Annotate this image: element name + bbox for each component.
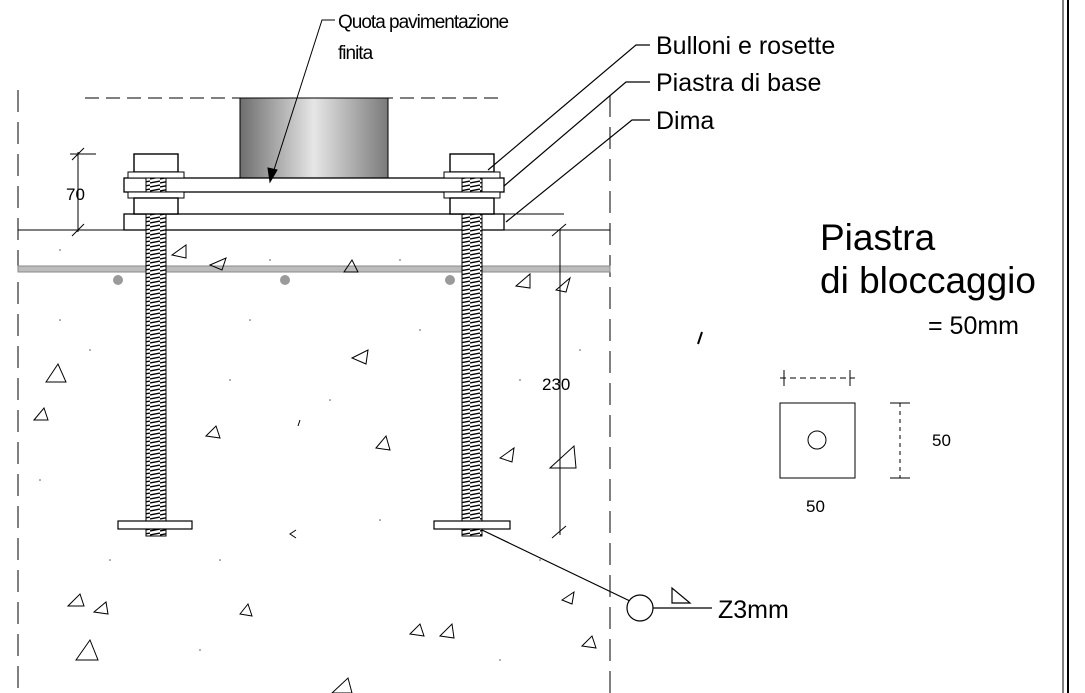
base-plate: [123, 177, 505, 193]
anchor-bolt-right: [433, 153, 511, 537]
locking-plate-title-line1: Piastra: [820, 217, 936, 258]
leader-finished-floor: [267, 19, 335, 184]
finished-floor-label-line1: Quota pavimentazione: [338, 12, 509, 33]
anchor-bolt-left: [117, 153, 193, 537]
rebar-dot: [280, 275, 290, 285]
leader-bolts-washers: [487, 44, 650, 171]
leader-template: [505, 119, 650, 223]
locking-plate-size: = 50mm: [928, 312, 1019, 340]
block-width-label: 50: [806, 497, 825, 516]
stray-tick: [697, 331, 703, 345]
rebar-dot: [445, 275, 455, 285]
template-plate: [123, 213, 505, 231]
dimension-embed-depth: [551, 223, 567, 539]
rebar-dot: [113, 275, 123, 285]
locking-plate-title-line2: di bloccaggio: [820, 260, 1036, 301]
finished-floor-label-line2: finita: [338, 43, 374, 64]
weld-symbol-label: Z3mm: [718, 596, 789, 624]
dimension-plate-offset: [70, 147, 96, 237]
bolts-washers-label: Bulloni e rosette: [656, 32, 835, 60]
steel-column: [239, 97, 389, 179]
concrete-aggregate: [32, 244, 597, 693]
finished-floor-band: [17, 265, 611, 273]
base-plate-label: Piastra di base: [656, 69, 821, 97]
dimension-plate-offset-label: 70: [66, 185, 85, 204]
dimension-embed-depth-label: 230: [542, 375, 570, 394]
locking-plate-detail: [779, 370, 910, 479]
leader-base-plate: [503, 81, 650, 187]
weld-leader: [481, 529, 712, 622]
concrete-speckles: [39, 249, 581, 661]
block-height-label: 50: [932, 431, 951, 450]
template-label: Dima: [656, 107, 714, 135]
